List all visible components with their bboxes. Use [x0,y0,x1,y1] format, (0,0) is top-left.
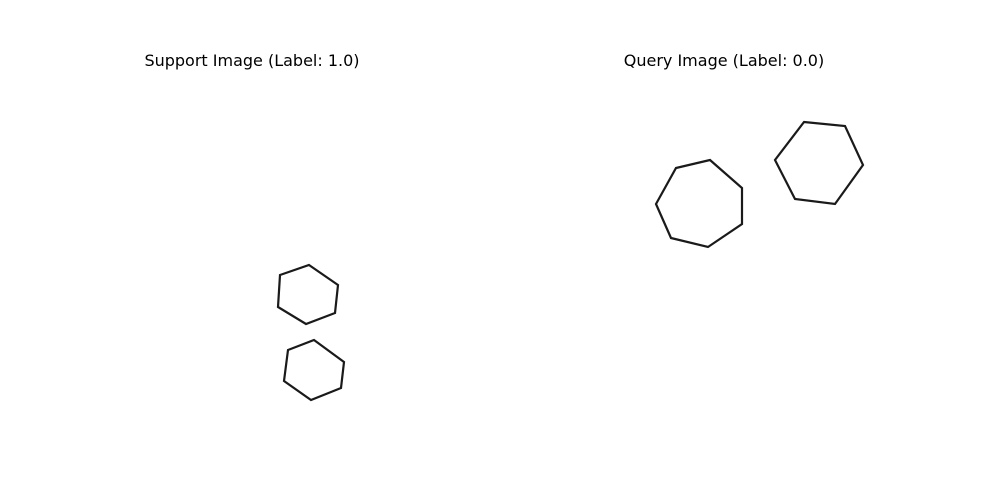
query-panel-title: Query Image (Label: 0.0) [623,51,825,70]
query-panel: Query Image (Label: 0.0) [500,0,1000,500]
support-panel-title: Support Image (Label: 1.0) [144,51,360,70]
query-heptagon-left [654,158,744,249]
support-hexagon-lower [282,338,346,402]
support-hexagon-upper [276,263,340,326]
support-panel: Support Image (Label: 1.0) [144,51,360,70]
query-hexagon-right [773,120,865,206]
